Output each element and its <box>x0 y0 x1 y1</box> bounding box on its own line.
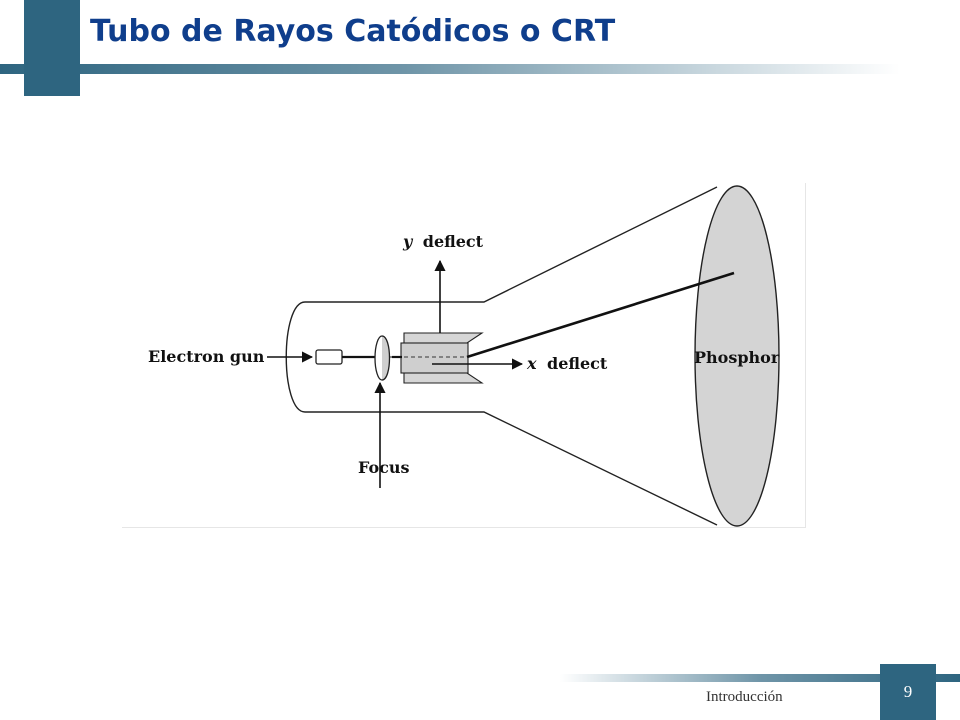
label-y-deflect-var: y <box>402 232 414 251</box>
label-y-deflect: y deflect <box>402 232 484 251</box>
label-x-deflect-word: deflect <box>547 354 608 373</box>
label-x-deflect-var: x <box>526 354 537 373</box>
beam-deflected <box>466 271 735 359</box>
page-number-badge: 9 <box>880 664 936 720</box>
label-phosphor: Phosphor <box>694 348 780 367</box>
label-focus: Focus <box>358 458 410 477</box>
phosphor-screen <box>694 185 780 527</box>
slide-title: Tubo de Rayos Catódicos o CRT <box>90 14 616 49</box>
label-y-deflect-word: deflect <box>423 232 484 251</box>
label-electron-gun: Electron gun <box>148 347 265 366</box>
title-accent-block <box>24 0 80 96</box>
x-deflect-plates <box>400 342 469 374</box>
title-underline-bar <box>0 64 900 74</box>
footer-accent-bar <box>560 674 960 682</box>
focus-lens-side <box>381 335 391 381</box>
electron-gun-cylinder <box>315 349 343 365</box>
crt-diagram-svg: Electron gun y deflect x deflect Phospho… <box>122 183 806 528</box>
page-number: 9 <box>903 682 913 701</box>
footer-section-label: Introducción <box>706 689 783 705</box>
crt-diagram: Electron gun y deflect x deflect Phospho… <box>122 183 806 528</box>
label-x-deflect: x deflect <box>526 354 608 373</box>
